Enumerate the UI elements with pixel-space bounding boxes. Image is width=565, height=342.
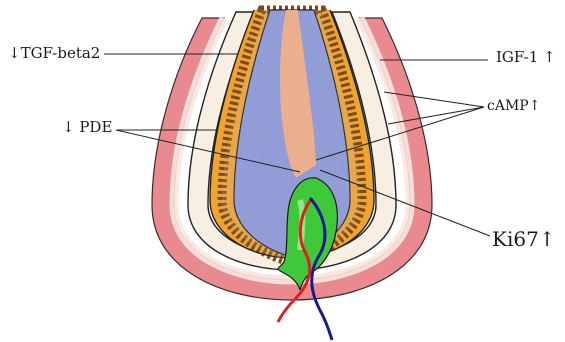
tgf-beta2-label: ↓TGF-beta2 [8,46,100,61]
ki67-label: Ki67↑ [492,229,556,249]
igf-1-label: IGF-1 ↑ [496,50,556,65]
camp-label: cAMP↑ [487,99,540,113]
pde-label: ↓ PDE [62,120,112,135]
